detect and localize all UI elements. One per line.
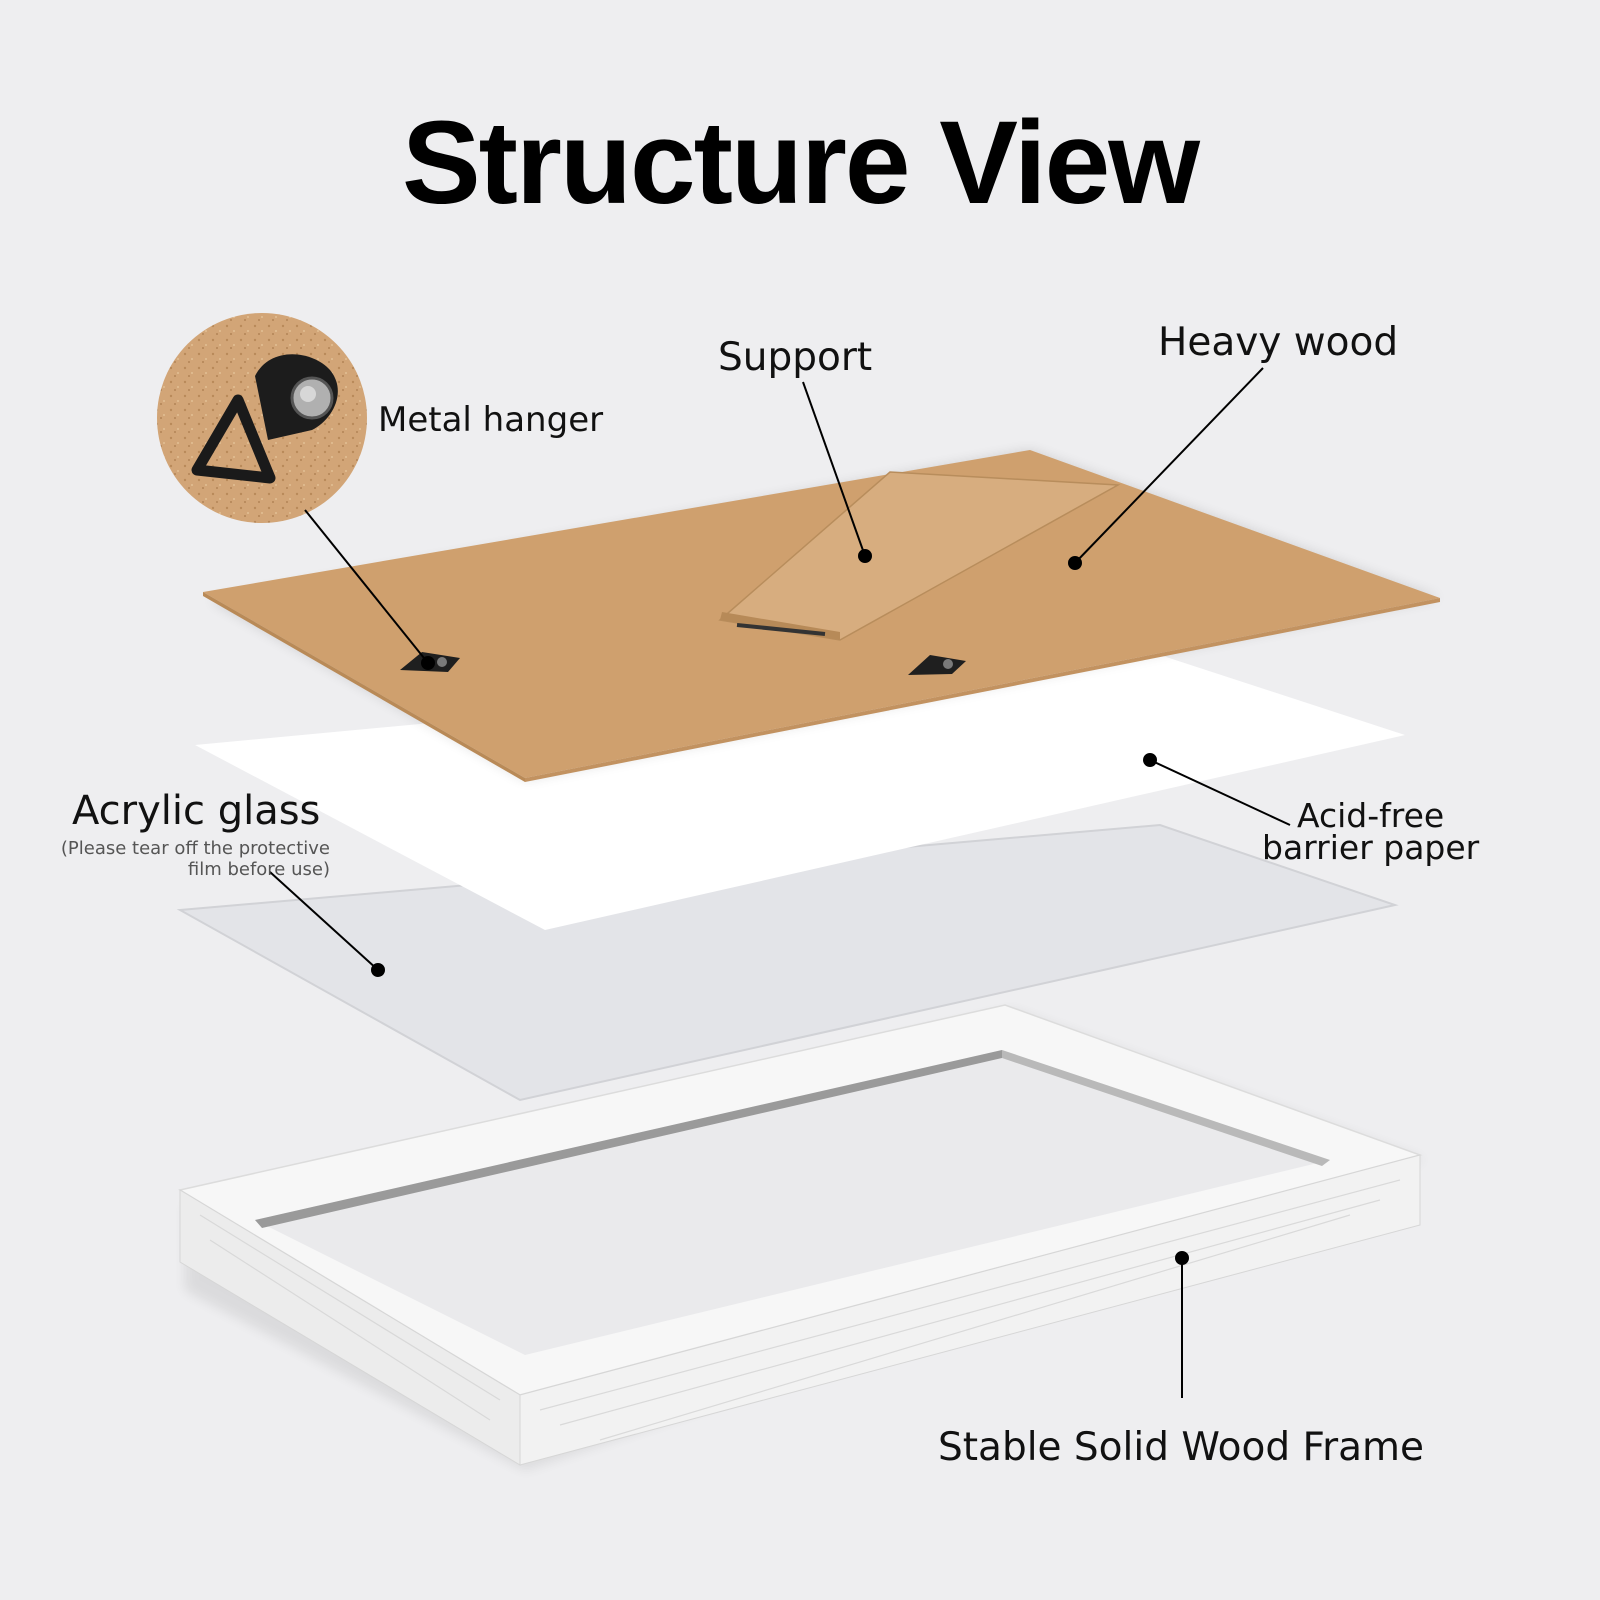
label-acid-free-line1: Acid-free [1297,796,1445,835]
callout-lines [269,367,1291,1398]
label-acrylic-note: (Please tear off the protective film bef… [60,838,330,880]
label-support: Support [718,335,873,380]
label-wood-frame: Stable Solid Wood Frame [938,1425,1425,1470]
metal-hanger-icon [157,313,367,523]
label-acrylic-glass: Acrylic glass [72,788,321,834]
hanger-right-icon [908,655,966,675]
page-title: Structure View [401,97,1200,229]
support-strut [718,471,1121,641]
label-metal-hanger: Metal hanger [378,400,604,440]
label-acid-free-line2: barrier paper [1262,828,1480,867]
wood-frame [178,1004,1425,1470]
label-acid-free-paper: Acid-free barrier paper [1262,796,1480,867]
label-heavy-wood: Heavy wood [1158,320,1399,365]
